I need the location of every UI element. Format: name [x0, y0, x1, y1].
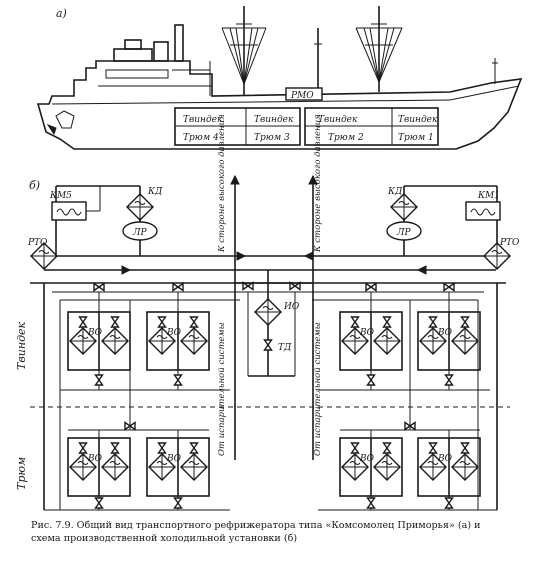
- evaporator-label: ВО: [166, 328, 182, 338]
- right-receiver-label: ЛР: [396, 228, 412, 238]
- hold-label-4: Трюм 4: [183, 133, 219, 143]
- valve: [365, 282, 377, 292]
- left-rto-label: РТО: [27, 238, 48, 248]
- high-pressure-label-right: К стороне высокого давления: [313, 114, 323, 253]
- valve: [94, 497, 104, 509]
- td-label: ТД: [278, 343, 292, 353]
- part-b-label: б): [29, 179, 40, 192]
- hold-label-2: Трюм 2: [328, 133, 364, 143]
- right-condenser: [390, 193, 418, 221]
- evaporator-group-tr2: [418, 312, 480, 370]
- evaporator-group-br2: [418, 438, 480, 496]
- evaporator-label: ВО: [359, 454, 375, 464]
- valve: [444, 374, 454, 386]
- tweendeck-label-2: Твиндек: [318, 115, 358, 125]
- right-compressor-label: КМ1: [477, 191, 500, 201]
- caption-line-2: схема производственной холодильной устан…: [31, 533, 298, 544]
- tweendeck-label-4: Твиндек: [183, 115, 223, 125]
- evaporator-group-bl2: [147, 438, 209, 496]
- right-receiver: [386, 221, 422, 241]
- valve: [94, 374, 104, 386]
- group-feeders: [44, 292, 497, 511]
- valve: [172, 282, 184, 292]
- zone-label-hold: Трюм: [15, 457, 28, 490]
- evap-system-label-right: От испарительной системы: [313, 322, 323, 456]
- valve: [366, 497, 376, 509]
- part-a-label: а): [56, 7, 67, 20]
- evaporator-group-tl1: [68, 312, 130, 370]
- zone-label-tweendeck: Твиндек: [15, 321, 28, 370]
- figure-caption: Рис. 7.9. Общий вид транспортного рефриж…: [31, 519, 521, 545]
- derrick-aft: [221, 6, 267, 96]
- flow-arrow: [308, 174, 318, 185]
- evaporator-group-tr1: [340, 312, 402, 370]
- evaporator-label: ВО: [437, 328, 453, 338]
- valve: [443, 282, 455, 292]
- evaporator-group-br1: [340, 438, 402, 496]
- ship-profile: РМО: [36, 6, 523, 150]
- valve: [444, 497, 454, 509]
- right-condenser-label: КД: [387, 187, 403, 197]
- tweendeck-label-3: Твиндек: [254, 115, 294, 125]
- io-heat-exchanger: [254, 298, 282, 326]
- valve: [173, 374, 183, 386]
- high-pressure-label-left: К стороне высокого давления: [217, 114, 227, 253]
- evap-system-label-left: От испарительной системы: [217, 322, 227, 456]
- flow-arrow: [121, 265, 132, 275]
- evaporator-label: ВО: [359, 328, 375, 338]
- left-condenser: [126, 193, 154, 221]
- valve: [173, 497, 183, 509]
- left-compressor-label: КМ5: [49, 191, 72, 201]
- tweendeck-label-1: Твиндек: [398, 115, 438, 125]
- derrick-fwd: [355, 6, 403, 92]
- left-receiver-label: ЛР: [132, 228, 148, 238]
- caption-line-1: Рис. 7.9. Общий вид транспортного рефриж…: [31, 520, 481, 531]
- flow-arrow: [230, 174, 240, 185]
- valve: [366, 374, 376, 386]
- valve: [93, 282, 105, 292]
- flow-arrow: [416, 265, 427, 275]
- evaporator-label: ВО: [87, 328, 103, 338]
- hold-label-1: Трюм 1: [398, 133, 434, 143]
- flow-arrow: [236, 251, 247, 261]
- evaporator-label: ВО: [437, 454, 453, 464]
- right-rto-label: РТО: [499, 238, 520, 248]
- evaporator-label: ВО: [166, 454, 182, 464]
- evaporator-group-bl1: [68, 438, 130, 496]
- left-receiver: [122, 221, 158, 241]
- flow-arrow: [303, 251, 314, 261]
- td-valve: [263, 339, 273, 351]
- hold-label-3: Трюм 3: [254, 133, 290, 143]
- evaporator-label: ВО: [87, 454, 103, 464]
- evaporator-group-tl2: [147, 312, 209, 370]
- room-label: РМО: [290, 91, 314, 101]
- io-label: ИО: [283, 302, 300, 312]
- left-condenser-label: КД: [147, 187, 163, 197]
